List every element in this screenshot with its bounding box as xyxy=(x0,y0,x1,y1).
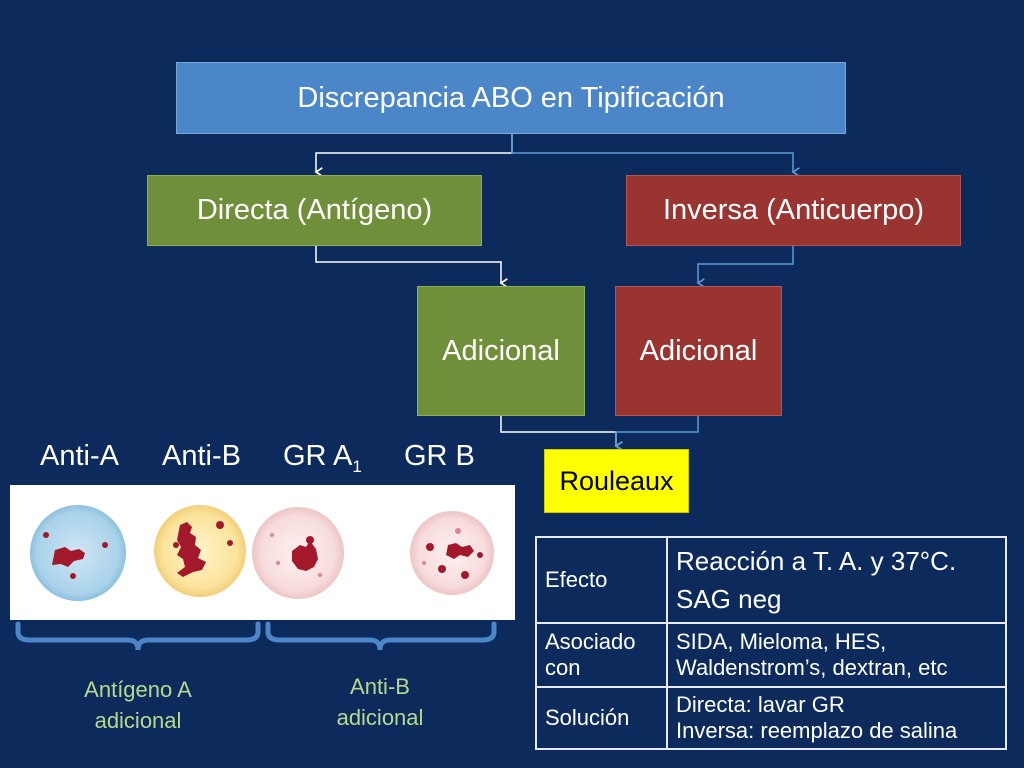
connector-inversa-adicional xyxy=(696,246,794,288)
connector-title-inversa xyxy=(511,134,800,177)
connector-directa-adicional xyxy=(315,246,508,288)
adicional-left-box: Adicional xyxy=(417,286,585,416)
connector-adicional-right-rouleaux xyxy=(614,416,699,451)
rouleaux-text: Rouleaux xyxy=(559,465,674,496)
brace-anti-b xyxy=(265,621,497,651)
connector-title-directa xyxy=(314,134,513,177)
label-gr-b: GR B xyxy=(404,440,475,472)
group-label-anti-b: Anti-B adicional xyxy=(336,674,424,730)
inversa-text: Inversa (Anticuerpo) xyxy=(662,194,925,226)
directa-box: Directa (Antígeno) xyxy=(147,175,482,246)
row-key-asociado: Asociado con xyxy=(535,622,668,688)
table-row: Asociado con SIDA, Mieloma, HES, Waldens… xyxy=(535,622,1007,688)
brace-antigen-a xyxy=(15,621,261,651)
grouping-braces xyxy=(15,621,497,651)
row-key-solucion: Solución xyxy=(535,686,668,750)
connector-adicional-left-rouleaux xyxy=(500,416,623,451)
row-value-solucion: Directa: lavar GR Inversa: reemplazo de … xyxy=(666,686,1007,750)
row-value-efecto: Reacción a T. A. y 37°C. SAG neg xyxy=(666,536,1007,624)
adicional-left-text: Adicional xyxy=(442,334,560,367)
table-row: Solución Directa: lavar GR Inversa: reem… xyxy=(535,686,1007,750)
agglutination-images-panel xyxy=(10,485,515,620)
title-box: Discrepancia ABO en Tipificación xyxy=(176,62,846,134)
well-gr-a1 xyxy=(252,507,344,599)
adicional-right-text: Adicional xyxy=(639,334,758,367)
label-anti-b: Anti-B xyxy=(162,440,241,472)
well-gr-b xyxy=(410,511,494,595)
title-text: Discrepancia ABO en Tipificación xyxy=(297,81,725,114)
well-anti-b xyxy=(154,505,246,597)
group-label-antigeno-a: Antígeno A adicional xyxy=(84,677,192,733)
row-value-asociado: SIDA, Mieloma, HES, Waldenstrom’s, dextr… xyxy=(666,622,1007,688)
info-table: Efecto Reacción a T. A. y 37°C. SAG neg … xyxy=(535,536,1007,750)
adicional-right-box: Adicional xyxy=(615,286,782,416)
agglutination-images xyxy=(30,505,494,601)
label-anti-a: Anti-A xyxy=(40,440,119,472)
rouleaux-box: Rouleaux xyxy=(544,449,689,513)
row-key-efecto: Efecto xyxy=(535,536,668,624)
well-anti-a xyxy=(30,505,126,601)
directa-text: Directa (Antígeno) xyxy=(196,194,433,226)
label-gr-a1: GR A1 xyxy=(283,440,362,476)
inversa-box: Inversa (Anticuerpo) xyxy=(626,175,961,246)
table-row: Efecto Reacción a T. A. y 37°C. SAG neg xyxy=(535,536,1007,624)
